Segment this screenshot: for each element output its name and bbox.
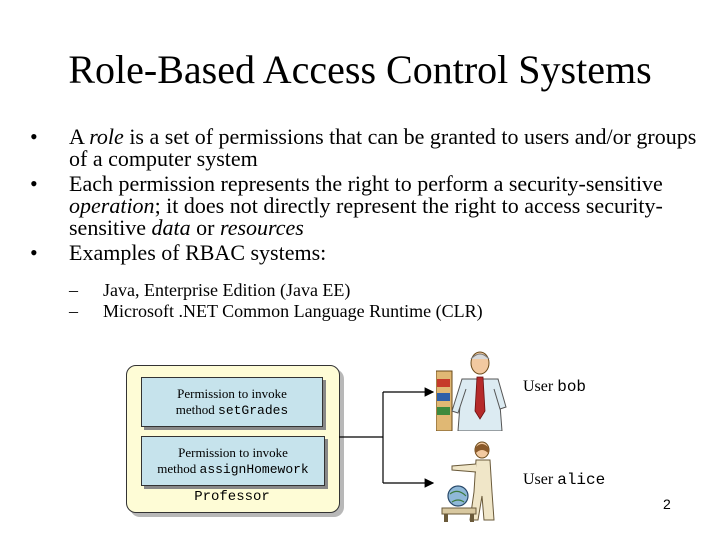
- sub-bullet-dotnet-clr: – Microsoft .NET Common Language Runtime…: [69, 301, 700, 322]
- bullet-text: is a set of permissions that can be gran…: [69, 124, 697, 171]
- user-name: alice: [557, 471, 606, 489]
- user-prefix: User: [523, 471, 558, 488]
- bullet-item-examples: • Examples of RBAC systems:: [30, 242, 700, 264]
- bullet-marker: •: [30, 171, 38, 196]
- user-name: bob: [557, 378, 587, 396]
- bullet-text: A: [69, 124, 90, 149]
- user-prefix: User: [523, 378, 558, 395]
- emphasis-role: role: [89, 124, 124, 149]
- user-label-alice: User alice: [523, 471, 605, 489]
- permission-method-line: method setGrades: [142, 402, 322, 419]
- bullet-text: or: [190, 215, 220, 240]
- bullet-text: Each permission represents the right to …: [69, 171, 663, 196]
- user-label-bob: User bob: [523, 378, 586, 396]
- slide-title: Role-Based Access Control Systems: [68, 47, 652, 92]
- permission-box-assignhomework: Permission to invoke method assignHomewo…: [141, 436, 325, 486]
- page-number: 2: [663, 496, 671, 512]
- emphasis-operation: operation: [69, 193, 155, 218]
- sub-bullet-text: Microsoft .NET Common Language Runtime (…: [103, 301, 483, 321]
- sub-bullet-java-ee: – Java, Enterprise Edition (Java EE): [69, 280, 700, 301]
- sub-bullet-marker: –: [69, 301, 78, 321]
- man-clipart-icon: [436, 351, 507, 431]
- sub-bullet-list: – Java, Enterprise Edition (Java EE) – M…: [69, 280, 700, 322]
- method-name: setGrades: [218, 403, 289, 418]
- sub-bullet-text: Java, Enterprise Edition (Java EE): [103, 280, 351, 300]
- method-name: assignHomework: [199, 462, 309, 477]
- bullet-item-permission: • Each permission represents the right t…: [30, 173, 700, 239]
- permission-line: Permission to invoke: [178, 445, 288, 460]
- permission-line: Permission to invoke: [177, 386, 287, 401]
- sub-bullet-marker: –: [69, 280, 78, 300]
- bullet-list: • A role is a set of permissions that ca…: [30, 126, 700, 322]
- bullet-text: Examples of RBAC systems:: [69, 240, 327, 265]
- permission-box-setgrades: Permission to invoke method setGrades: [141, 377, 323, 427]
- emphasis-resources: resources: [219, 215, 304, 240]
- permission-prefix: method: [175, 402, 219, 417]
- emphasis-data: data: [151, 215, 191, 240]
- bullet-item-role-definition: • A role is a set of permissions that ca…: [30, 126, 700, 170]
- bullet-marker: •: [30, 240, 38, 265]
- permission-prefix: method: [157, 461, 200, 476]
- permission-method-line: method assignHomework: [142, 461, 324, 478]
- bullet-text: ; it does not directly represent the rig…: [69, 193, 663, 240]
- role-label: Professor: [194, 489, 270, 505]
- woman-clipart-icon: [441, 441, 495, 522]
- bullet-marker: •: [30, 124, 38, 149]
